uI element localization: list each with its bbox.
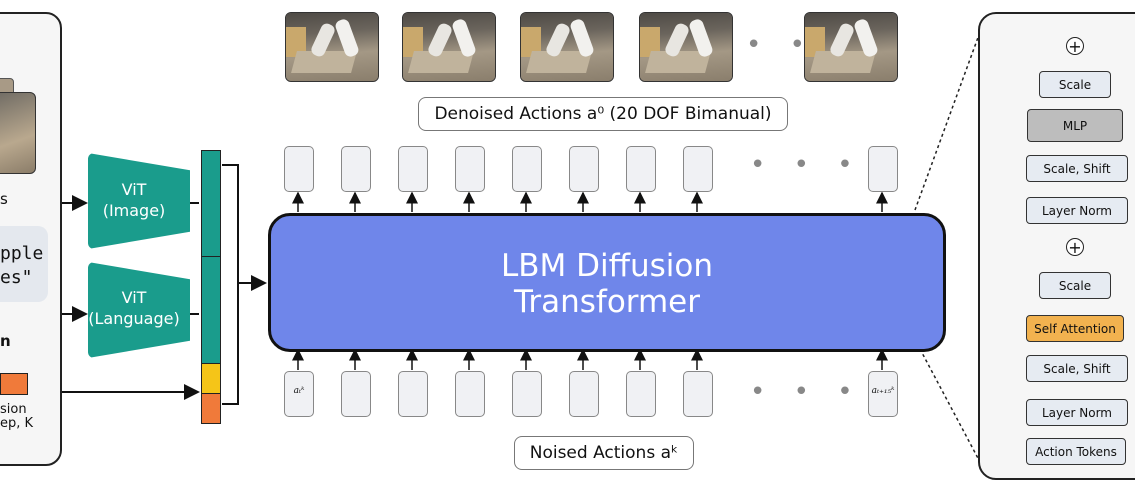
conditioning-token-column: [201, 150, 221, 424]
output-action-token: [398, 146, 428, 192]
input-action-token: aₜ₊₁₅ᵏ: [868, 371, 898, 417]
camera-image-thumbnail: [0, 92, 36, 174]
input-action-token: [626, 371, 656, 417]
robot-frame-image: [285, 12, 379, 82]
input-action-token: [569, 371, 599, 417]
input-action-token: [341, 371, 371, 417]
transformer-title-line2: Transformer: [513, 284, 700, 320]
input-label-diffusion: n: [0, 332, 11, 350]
self-attention-block: Self Attention: [1026, 315, 1124, 342]
input-tokens-ellipsis: • • •: [750, 377, 863, 407]
input-action-token: [683, 371, 713, 417]
action-token-label: aₜ₊₁₅ᵏ: [871, 386, 895, 396]
vit-language-encoder: [88, 262, 190, 358]
diffusion-label: sion: [0, 402, 27, 417]
lbm-diffusion-transformer: LBM Diffusion Transformer: [268, 213, 946, 352]
output-action-token: [683, 146, 713, 192]
output-action-token: [284, 146, 314, 192]
vit-language-label: ViT (Language): [88, 288, 180, 328]
output-action-token: [626, 146, 656, 192]
output-action-token: [569, 146, 599, 192]
vit-image-encoder: [88, 153, 190, 249]
action-token-label: aₜᵏ: [293, 386, 305, 396]
noised-actions-label: Noised Actions aᵏ: [514, 436, 694, 470]
proprio-token: [202, 364, 220, 394]
image-tokens: [202, 151, 220, 257]
output-tokens-ellipsis: • • •: [750, 150, 863, 180]
scale-shift-block: Scale, Shift: [1026, 155, 1128, 182]
output-action-token: [455, 146, 485, 192]
timestep-token-slot: [202, 394, 220, 423]
language-prompt-text: pple es": [0, 243, 44, 288]
vit-image-label: ViT (Image): [102, 180, 166, 220]
layer-norm-block: Layer Norm: [1026, 197, 1128, 224]
scale-block: Scale: [1039, 71, 1111, 98]
input-label-images: s: [0, 190, 8, 208]
language-prompt-box: [0, 226, 48, 302]
input-action-token: [398, 371, 428, 417]
denoised-actions-label: Denoised Actions a⁰ (20 DOF Bimanual): [418, 97, 788, 131]
robot-frame-image: [639, 12, 733, 82]
mlp-block: MLP: [1027, 109, 1123, 142]
input-action-token: [455, 371, 485, 417]
language-tokens: [202, 257, 220, 364]
input-action-token: aₜᵏ: [284, 371, 314, 417]
robot-frame-image: [520, 12, 614, 82]
layer-norm-block: Layer Norm: [1026, 399, 1128, 426]
residual-add-icon: +: [1066, 238, 1084, 256]
residual-add-icon: +: [1066, 37, 1084, 55]
timestep-token: [0, 373, 28, 395]
timestep-label: ep, K: [0, 416, 34, 431]
scale-shift-block: Scale, Shift: [1026, 355, 1128, 382]
output-action-token: [341, 146, 371, 192]
robot-frame-image: [402, 12, 496, 82]
scale-block: Scale: [1039, 272, 1111, 299]
action-tokens-block: Action Tokens: [1026, 438, 1126, 465]
robot-frame-image: [804, 12, 898, 82]
output-action-token: [868, 146, 898, 192]
transformer-title-line1: LBM Diffusion: [500, 248, 713, 284]
output-action-token: [512, 146, 542, 192]
input-action-token: [512, 371, 542, 417]
